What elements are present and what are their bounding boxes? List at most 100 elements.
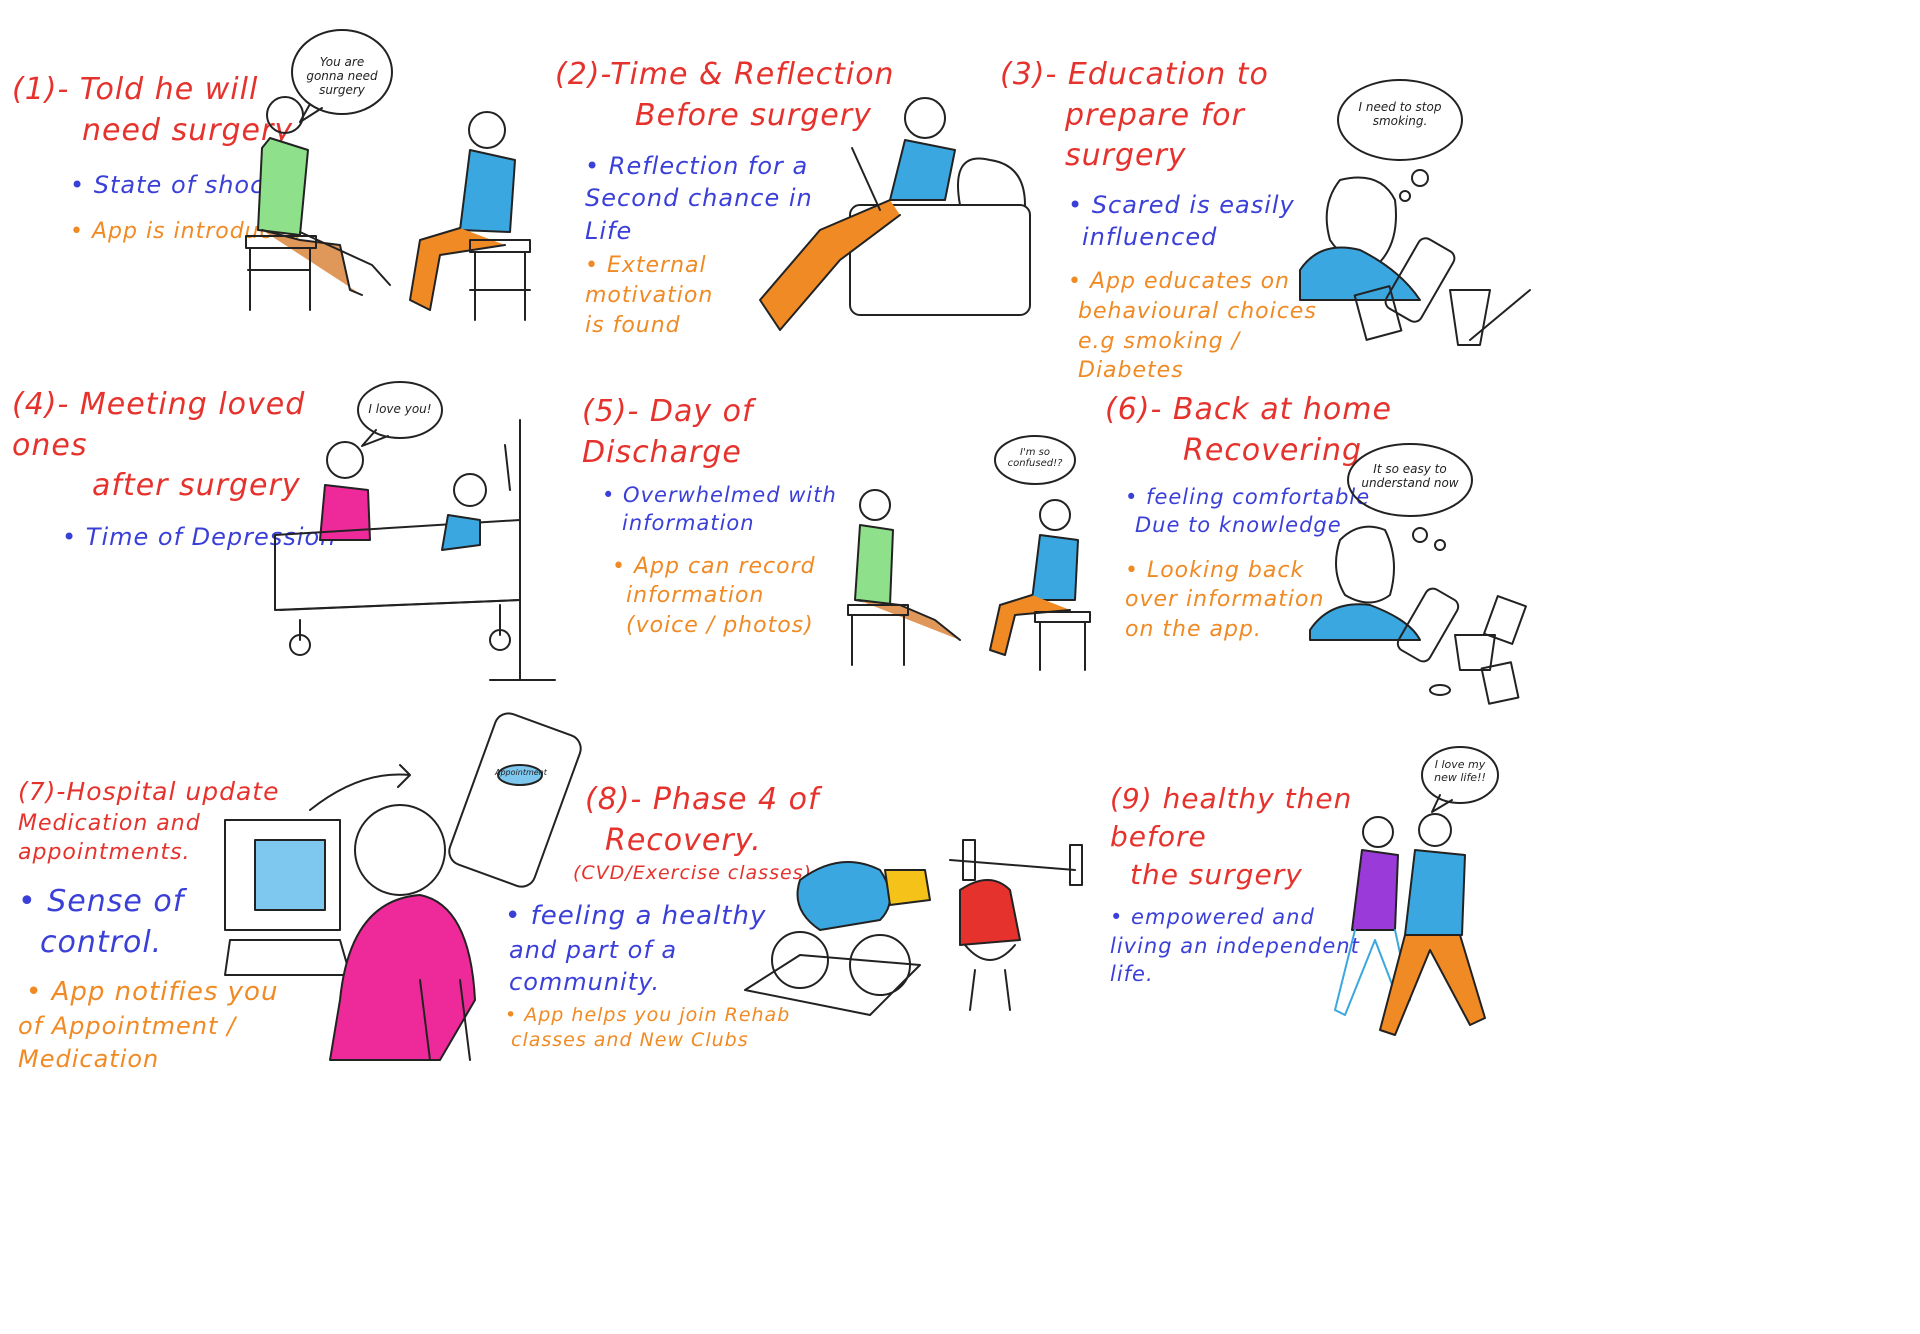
leaflet-icon: [1483, 595, 1527, 645]
panel-4-title-line2: after surgery: [92, 468, 301, 503]
panel-9-bubble-text: I love my new life!!: [1434, 758, 1486, 784]
panel-3-blue-1: • Scared is easily: [1068, 190, 1295, 219]
panel-8-blue-1: • feeling a healthy: [505, 900, 767, 931]
panel-9-text: (9) healthy then before the surgery • em…: [1110, 780, 1430, 988]
panel-3-blue-2: influenced: [1082, 222, 1218, 251]
glass-icon: [1449, 289, 1491, 346]
panel-5-orange-1: • App can record: [612, 553, 816, 579]
panel-6-text: (6)- Back at home Recovering • feeling c…: [1105, 390, 1415, 645]
panel-2-blue-1: • Reflection for a: [585, 152, 809, 180]
panel-9-illustration: [1334, 746, 1499, 1036]
thought-bubble-icon: [1347, 443, 1473, 517]
exercise-mat-icon: [744, 954, 921, 1016]
computer-monitor-icon: [224, 819, 341, 931]
speech-bubble-icon: [1421, 746, 1499, 804]
chair-icon: [419, 979, 471, 1061]
smartphone-icon: [448, 712, 582, 888]
panel-5-text: (5)- Day of Discharge • Overwhelmed with…: [582, 392, 902, 641]
panel-7-title-line2: Medication and: [18, 810, 201, 836]
panel-7-illustration: [224, 712, 582, 1061]
panel-6-orange-1: • Looking back: [1125, 557, 1305, 583]
panel-7-orange-1: • App notifies you: [26, 977, 279, 1008]
speech-bubble-icon: [291, 29, 393, 115]
speech-bubble-icon: [357, 381, 443, 439]
panel-1-bubble-text: You are gonna need surgery: [306, 55, 378, 97]
panel-3-orange-3: e.g smoking / Diabetes: [1078, 328, 1241, 384]
panel-9-blue-2: living an independent: [1110, 933, 1360, 958]
panel-7-text: (7)-Hospital update Medication and appoi…: [18, 775, 348, 1075]
panel-3-illustration: [1299, 79, 1531, 346]
panel-7-screen-text: Appointment: [495, 768, 547, 777]
panel-9-title-line2: the surgery: [1130, 857, 1303, 891]
panel-4-illustration: [274, 381, 556, 681]
panel-5-title-line1: (5)- Day of Discharge: [582, 394, 754, 470]
panel-1-title-line2: need surgery: [82, 112, 294, 148]
panel-8-blue-3: community.: [509, 968, 661, 997]
panel-7-title-line3: appointments.: [18, 840, 191, 866]
panel-1-blue-1: • State of shock: [70, 171, 280, 199]
panel-2-orange-1: • External: [585, 253, 707, 279]
panel-6-blue-2: Due to knowledge: [1135, 513, 1342, 538]
panel-5-blue-2: information: [622, 511, 755, 536]
panel-5-orange-3: (voice / photos): [626, 613, 814, 639]
phone-icon: [1396, 587, 1460, 663]
iv-drip-icon: [489, 419, 556, 681]
panel-4-text: (4)- Meeting loved ones after surgery • …: [12, 385, 352, 553]
panel-7-blue-2: control.: [40, 924, 163, 960]
panel-6-orange-3: on the app.: [1125, 617, 1262, 643]
panel-3-orange-1: • App educates on: [1068, 269, 1290, 295]
panel-9-blue-1: • empowered and: [1110, 905, 1315, 930]
panel-6-orange-2: over information: [1125, 587, 1325, 613]
panel-1-title-line1: (1)- Told he will: [12, 72, 259, 107]
panel-6-title-line1: (6)- Back at home: [1105, 392, 1392, 427]
panel-2-illustration: [759, 97, 1031, 331]
panel-4-bubble-text: I love you!: [368, 402, 432, 416]
panel-8-orange-2: classes and New Clubs: [511, 1029, 749, 1052]
panel-8-blue-2: and part of a: [509, 935, 678, 964]
panel-9-blue-3: life.: [1110, 962, 1154, 987]
barbell-icon: [949, 859, 1076, 871]
panel-9-title-line1: (9) healthy then before: [1110, 782, 1353, 853]
panel-8-title-line2: Recovery.: [605, 822, 762, 858]
panel-2-title-line1: (2)-Time & Reflection: [555, 57, 895, 92]
hospital-bed-icon: [274, 519, 521, 611]
panel-6-bubble-text: It so easy to understand now: [1361, 462, 1459, 490]
pill-icon: [1429, 684, 1451, 696]
panel-4-blue-1: • Time of Depression: [62, 522, 337, 551]
sync-arrow-icon: [309, 764, 411, 811]
panel-3-bubble-text: I need to stop smoking.: [1358, 100, 1442, 128]
panel-8-text: (8)- Phase 4 of Recovery. (CVD/Exercise …: [505, 780, 825, 1054]
thought-bubble-icon: [1337, 79, 1463, 161]
panel-8-title-line1: (8)- Phase 4 of: [585, 782, 820, 817]
panel-6-blue-1: • feeling comfortable: [1125, 485, 1371, 509]
leaflet-icon: [1353, 285, 1403, 341]
panel-7-blue-1: • Sense of: [18, 884, 185, 920]
panel-7-title-line1: (7)-Hospital update: [18, 777, 280, 806]
panel-2-orange-2: motivation: [585, 282, 714, 308]
sofa-icon: [849, 204, 1031, 316]
pill-jar-icon: [1454, 634, 1496, 671]
panel-3-title-line2: prepare for surgery: [1065, 97, 1245, 174]
panel-5-illustration: [847, 435, 1091, 671]
panel-6-title-line2: Recovering: [1183, 432, 1363, 468]
panel-1-illustration: [245, 29, 531, 321]
panel-5-orange-2: information: [626, 583, 765, 609]
phone-icon: [1384, 237, 1456, 323]
panel-2-blue-2: Second chance in: [585, 184, 813, 213]
cigarette-icon: [1469, 289, 1531, 341]
panel-5-blue-1: • Overwhelmed with: [602, 483, 837, 507]
panel-7-orange-2: of Appointment / Medication: [18, 1012, 237, 1073]
panel-2-title-line2: Before surgery: [635, 97, 872, 133]
panel-5-bubble-text: I'm so confused!?: [1007, 447, 1063, 469]
panel-2-orange-3: is found: [585, 312, 681, 338]
person-head-icon: [354, 804, 446, 896]
panel-8-title-line3: (CVD/Exercise classes): [573, 862, 812, 884]
panel-2-text: (2)-Time & Reflection Before surgery • R…: [555, 55, 915, 340]
panel-8-illustration: [744, 839, 1083, 1016]
panel-4-title-line1: (4)- Meeting loved ones: [12, 387, 306, 463]
panel-2-blue-3: Life: [585, 216, 633, 245]
panel-3-title-line1: (3)- Education to: [1000, 57, 1269, 92]
panel-3-orange-2: behavioural choices: [1078, 298, 1317, 324]
thought-bubble-icon: [994, 435, 1076, 485]
panel-8-orange-1: • App helps you join Rehab: [505, 1003, 791, 1026]
